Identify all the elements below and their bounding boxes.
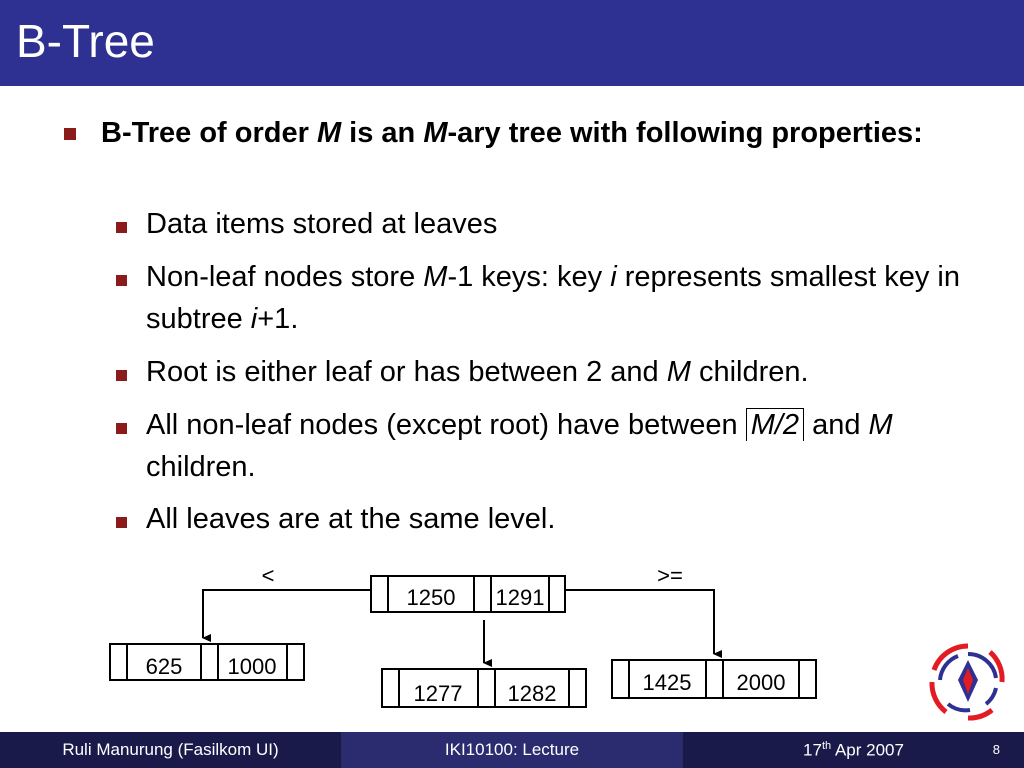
text-fragment: M: [316, 117, 342, 149]
text-fragment: M: [423, 117, 448, 149]
title-bar: B-Tree: [0, 0, 1024, 86]
text-fragment: +1.: [257, 303, 299, 335]
leaf-right-key-2: 2000: [737, 670, 786, 695]
bullet-square: [116, 275, 127, 286]
footer-author: Ruli Manurung (Fasilkom UI): [0, 732, 341, 768]
text-fragment: children.: [146, 451, 256, 483]
edge-left: [202, 589, 371, 642]
text-fragment: Non-leaf nodes store: [146, 261, 424, 293]
text-fragment: -ary tree with following properties:: [447, 117, 923, 149]
root-key-1: 1250: [407, 585, 456, 610]
footer-date-section: 17th Apr 2007 8: [683, 732, 1024, 768]
edge-right: [565, 589, 722, 658]
leaf-node-left: [109, 643, 305, 681]
leaf-middle-key-2: 1282: [508, 681, 557, 706]
text-fragment: M: [423, 261, 448, 293]
sub-bullet-5: All leaves are at the same level.: [146, 503, 556, 535]
edge-label-greater-equal: >=: [657, 563, 683, 588]
date-day: 17: [803, 740, 822, 760]
text-fragment: i: [610, 261, 617, 293]
root-node: [370, 575, 566, 613]
bullet-square: [116, 222, 127, 233]
university-logo-icon: [928, 642, 1008, 722]
text-fragment: represents smallest key in subtree: [146, 261, 960, 335]
leaf-left-key-2: 1000: [228, 654, 277, 679]
bullet-square: [64, 128, 76, 140]
slide-content: B-Tree of order M is an M-ary tree with …: [64, 114, 1008, 722]
bullet-square: [116, 517, 127, 528]
root-key-2: 1291: [496, 585, 545, 610]
leaf-node-right: [611, 659, 817, 699]
text-fragment: All non-leaf nodes (except root) have be…: [146, 409, 746, 441]
leaf-middle-key-1: 1277: [414, 681, 463, 706]
sub-bullet-2: Non-leaf nodes store M-1 keys: key i rep…: [146, 256, 966, 340]
footer-date: 17th Apr 2007: [803, 740, 904, 761]
leaf-right-key-1: 1425: [643, 670, 692, 695]
edge-label-less: <: [262, 563, 275, 588]
bullet-square: [116, 370, 127, 381]
footer: Ruli Manurung (Fasilkom UI) IKI10100: Le…: [0, 732, 1024, 768]
text-fragment: and: [804, 409, 869, 441]
page-number: 8: [992, 742, 1000, 757]
b-tree-diagram: 1250 1291 625 1000 1277 1282 1425 2000 <…: [109, 563, 817, 708]
main-bullet-text: B-Tree of order M is an M-ary tree with …: [101, 114, 981, 152]
text-fragment: B-Tree of order: [101, 117, 317, 149]
leaf-node-middle: [381, 668, 587, 708]
slide-title: B-Tree: [16, 15, 155, 67]
text-fragment: children.: [690, 356, 809, 388]
date-suffix: th: [821, 739, 832, 752]
footer-course: IKI10100: Lecture: [341, 732, 683, 768]
sub-bullet-3: Root is either leaf or has between 2 and…: [146, 351, 966, 393]
date-rest: Apr 2007: [831, 740, 904, 760]
text-fragment: is an: [341, 117, 424, 149]
sub-bullet-4: All non-leaf nodes (except root) have be…: [146, 404, 966, 488]
text-fragment: Root is either leaf or has between 2 and: [146, 356, 667, 388]
leaf-left-key-1: 625: [146, 654, 183, 679]
text-fragment: M: [868, 409, 893, 441]
text-fragment: i: [250, 303, 258, 335]
text-fragment: -1 keys: key: [447, 261, 611, 293]
text-fragment: M: [666, 356, 691, 388]
sub-bullet-1: Data items stored at leaves: [146, 208, 498, 240]
ceiling-expression: M/2: [745, 408, 805, 441]
bullet-square: [116, 423, 127, 434]
